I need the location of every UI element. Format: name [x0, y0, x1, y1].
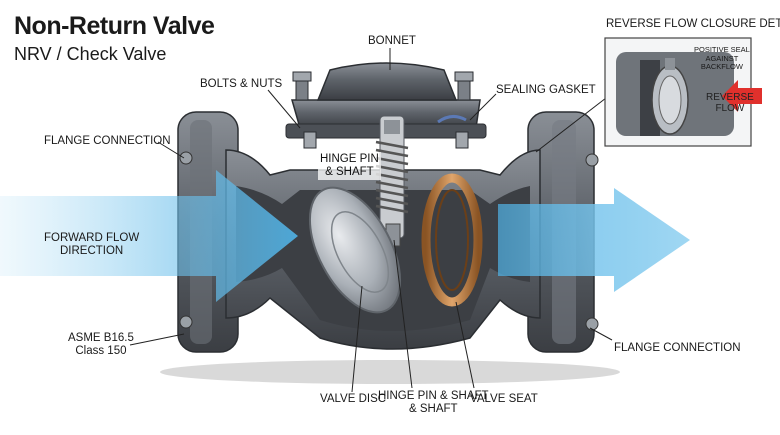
- leader-lines: [129, 48, 613, 393]
- forward-flow-arrow: [0, 170, 298, 302]
- label-flange-right: FLANGE CONNECTION: [614, 342, 741, 354]
- inset-panel: [604, 37, 762, 147]
- page-subtitle: NRV / Check Valve: [14, 44, 167, 64]
- outlet-flow-arrow: [498, 188, 690, 292]
- valve-seat: [421, 173, 483, 307]
- sealing-gasket: [437, 115, 467, 124]
- label-hinge-bottom: HINGE PIN & SHAFT & SHAFT: [378, 390, 489, 415]
- label-forward-flow: FORWARD FLOW DIRECTION: [44, 232, 140, 257]
- label-bonnet: BONNET: [368, 35, 416, 47]
- label-valve-disc: VALVE DISC: [320, 393, 387, 405]
- label-hinge-top: HINGE PIN & SHAFT: [318, 152, 381, 180]
- page-title: Non-Return Valve: [14, 12, 215, 40]
- inset-title: REVERSE FLOW CLOSURE DETAIL: [606, 18, 780, 30]
- label-valve-seat: VALVE SEAT: [470, 393, 538, 405]
- inset-label-reverse-flow: REVERSE FLOW: [706, 92, 754, 114]
- inset-label-positive-seal: POSITIVE SEAL AGAINST BACKFLOW: [694, 45, 750, 71]
- label-flange-left: FLANGE CONNECTION: [44, 135, 171, 147]
- label-standard: ASME B16.5 Class 150: [68, 332, 134, 357]
- bolts: [292, 71, 474, 149]
- label-bolts-nuts: BOLTS & NUTS: [200, 78, 283, 90]
- ground-shadow: [160, 360, 620, 384]
- hinge-assembly: [375, 115, 409, 247]
- valve-disc: [308, 186, 402, 314]
- bonnet: [285, 62, 487, 139]
- label-sealing-gasket: SEALING GASKET: [496, 84, 596, 96]
